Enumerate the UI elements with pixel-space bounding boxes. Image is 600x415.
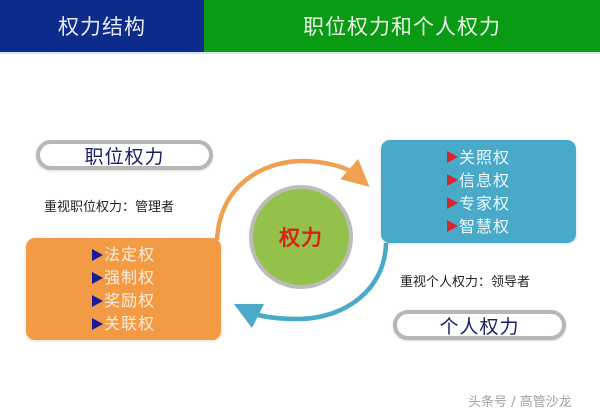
list-item: 信息权 [446, 170, 510, 191]
center-label: 权力 [279, 226, 323, 250]
triangle-right-icon [446, 174, 458, 186]
header-right-text: 职位权力和个人权力 [303, 15, 501, 39]
triangle-right-icon [91, 248, 103, 261]
triangle-right-icon [446, 220, 458, 232]
triangle-right-icon [91, 271, 103, 284]
list-item: 关联权 [91, 313, 155, 334]
header-divider [0, 52, 600, 54]
triangle-right-icon [91, 294, 103, 307]
blue-cycle-arrow [233, 242, 389, 329]
list-item: 专家权 [446, 193, 510, 214]
item-label: 关联权 [103, 314, 155, 333]
item-label: 法定权 [103, 245, 155, 264]
header-title-power-structure: 权力结构 [0, 0, 204, 52]
personal-power-pill: 个人权力 [393, 310, 566, 340]
watermark: 头条号 / 高管沙龙 [468, 395, 572, 410]
manager-caption: 重视职位权力：管理者 [44, 200, 175, 215]
item-label: 奖励权 [103, 291, 155, 310]
power-center-circle: 权力 [249, 185, 353, 289]
triangle-right-icon [446, 151, 458, 163]
triangle-right-icon [446, 197, 458, 209]
position-power-box: 法定权 强制权 奖励权 关联权 [26, 238, 221, 340]
personal-power-label: 个人权力 [439, 315, 520, 338]
item-label: 信息权 [458, 170, 510, 190]
list-item: 关照权 [446, 147, 510, 168]
leader-caption: 重视个人权力：领导者 [400, 275, 531, 290]
list-item: 智慧权 [446, 216, 510, 237]
item-label: 智慧权 [458, 216, 510, 236]
item-label: 关照权 [458, 147, 510, 167]
list-item: 法定权 [91, 244, 155, 265]
position-power-pill: 职位权力 [36, 140, 213, 170]
personal-power-box: 关照权 信息权 专家权 智慧权 [381, 140, 576, 243]
list-item: 奖励权 [91, 290, 155, 311]
item-label: 专家权 [458, 193, 510, 213]
triangle-right-icon [91, 317, 103, 330]
orange-cycle-arrow [214, 158, 370, 241]
header-left-text: 权力结构 [58, 15, 146, 39]
list-item: 强制权 [91, 267, 155, 288]
position-power-label: 职位权力 [84, 145, 165, 168]
item-label: 强制权 [103, 268, 155, 287]
header-title-position-and-personal-power: 职位权力和个人权力 [204, 0, 600, 52]
